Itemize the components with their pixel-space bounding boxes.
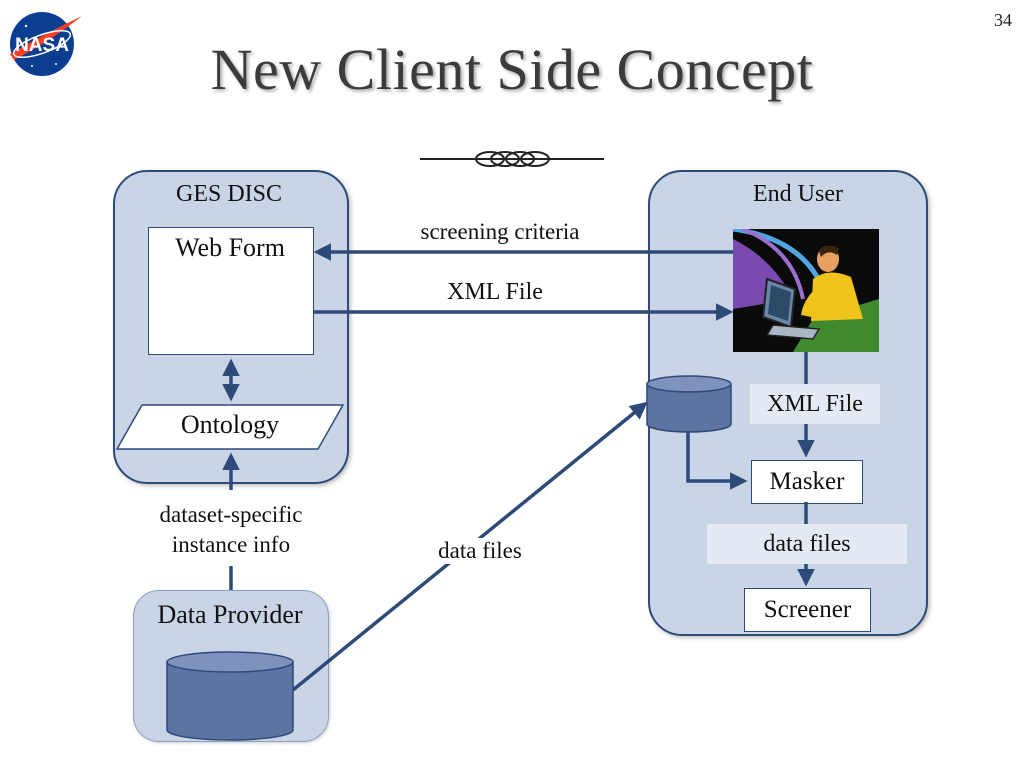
nasa-logo-text: NASA xyxy=(15,35,69,56)
nasa-logo: NASA xyxy=(4,4,84,84)
web-form-box xyxy=(148,227,314,355)
xml-file-arrow-label: XML File xyxy=(447,279,543,305)
end-user-data-files-tag: data files xyxy=(707,524,907,564)
ontology-label: Ontology xyxy=(180,410,280,439)
dataset-specific-label-line1: dataset-specific xyxy=(159,502,303,527)
cylinder-to-masker-arrow xyxy=(686,428,748,490)
slide-number: 34 xyxy=(994,10,1012,30)
data-provider-database-cylinder xyxy=(166,651,294,741)
screening-criteria-label: screening criteria xyxy=(420,219,580,244)
ontology-shape xyxy=(115,404,345,450)
computer-user-illustration xyxy=(732,226,879,352)
data-files-arrow-label: data files xyxy=(410,538,550,564)
screener-box: Screener xyxy=(744,588,871,632)
web-form-label: Web Form xyxy=(175,233,285,262)
title-divider-ornament xyxy=(420,146,604,172)
dataset-specific-label-line2: instance info xyxy=(171,532,291,557)
ges-disc-title: GES DISC xyxy=(175,181,283,207)
end-user-xml-file-tag: XML File xyxy=(750,384,880,424)
end-user-database-cylinder xyxy=(646,375,732,433)
slide-title: New Client Side Concept xyxy=(210,37,814,102)
masker-box: Masker xyxy=(751,460,863,504)
end-user-title: End User xyxy=(753,181,843,207)
data-provider-title: Data Provider xyxy=(157,600,303,629)
